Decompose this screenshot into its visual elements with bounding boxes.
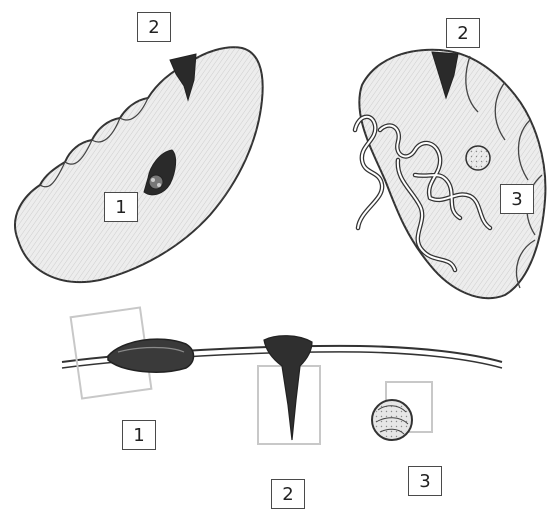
spleen-label-2: 2 bbox=[137, 12, 171, 42]
sequence-label-3: 3 bbox=[408, 466, 442, 496]
spleen-lesion-dot bbox=[157, 183, 161, 187]
thrombus-fusiform bbox=[108, 339, 194, 372]
spleen-organ bbox=[15, 47, 263, 282]
kidney-label-2: 2 bbox=[446, 18, 480, 48]
spleen-label-1: 1 bbox=[104, 192, 138, 222]
spleen-lesion-nodule bbox=[149, 175, 163, 189]
kidney-label-3: 3 bbox=[500, 184, 534, 214]
kidney-embolus bbox=[466, 146, 490, 170]
embolus-wedge bbox=[264, 336, 312, 440]
spleen-shading bbox=[15, 47, 263, 282]
spleen-lesion-dot bbox=[151, 178, 155, 182]
sequence-label-1: 1 bbox=[122, 420, 156, 450]
kidney-organ bbox=[355, 50, 545, 298]
sequence-label-2: 2 bbox=[271, 479, 305, 509]
